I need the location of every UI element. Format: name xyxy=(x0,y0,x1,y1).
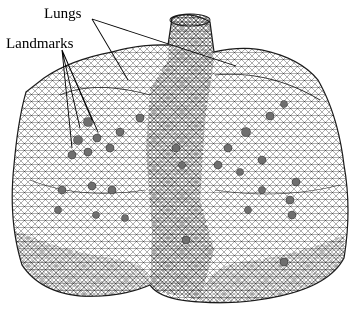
landmark-point xyxy=(88,182,96,190)
landmark-point xyxy=(286,196,294,204)
landmark-point xyxy=(182,236,190,244)
landmark-point xyxy=(93,134,101,142)
landmark-point xyxy=(116,128,124,136)
landmark-point xyxy=(55,207,62,214)
landmark-point xyxy=(242,128,251,137)
landmark-point xyxy=(281,101,288,108)
landmark-point xyxy=(106,144,114,152)
landmark-point xyxy=(280,258,288,266)
landmark-point xyxy=(172,144,180,152)
landmark-point xyxy=(136,114,144,122)
landmark-point xyxy=(214,161,222,169)
landmark-point xyxy=(288,211,296,219)
landmark-point xyxy=(259,187,266,194)
landmarks-label: Landmarks xyxy=(6,37,73,52)
landmark-point xyxy=(292,178,300,186)
landmark-point xyxy=(237,169,244,176)
landmark-point xyxy=(122,215,129,222)
landmark-point xyxy=(179,162,186,169)
landmark-point xyxy=(224,144,232,152)
landmark-point xyxy=(245,207,252,214)
landmark-point xyxy=(266,112,274,120)
landmark-point xyxy=(84,148,92,156)
landmark-point xyxy=(68,151,76,159)
landmark-point xyxy=(74,136,83,145)
lungs-label: Lungs xyxy=(44,7,82,22)
landmark-point xyxy=(258,156,266,164)
landmark-point xyxy=(108,186,116,194)
trachea-top xyxy=(170,14,210,26)
landmark-point xyxy=(93,212,100,219)
landmark-point xyxy=(58,186,66,194)
